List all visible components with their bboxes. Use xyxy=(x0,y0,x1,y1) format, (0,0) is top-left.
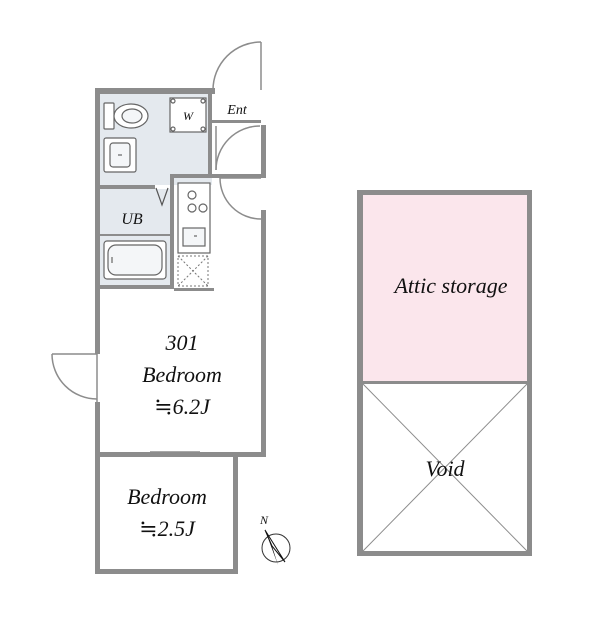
toilet-icon xyxy=(103,102,149,130)
balcony-window-door[interactable] xyxy=(51,353,98,402)
compass-north-label: N xyxy=(259,513,269,527)
small-bedroom-size: ≒2.5J xyxy=(139,516,196,541)
ub-door[interactable] xyxy=(155,187,169,207)
stove-icon xyxy=(177,182,211,254)
compass-icon xyxy=(261,529,291,565)
unit-bath-label: UB xyxy=(121,211,143,228)
sink-icon xyxy=(103,137,137,173)
bathtub-icon xyxy=(103,240,167,280)
main-bedroom-name: Bedroom xyxy=(142,362,222,387)
interior-walls xyxy=(100,94,266,291)
void-label: Void xyxy=(425,456,465,481)
hall-door[interactable] xyxy=(219,177,262,220)
attic-storage-area xyxy=(363,195,527,381)
washer-space-icon xyxy=(169,97,207,133)
windows xyxy=(100,451,233,573)
loft-outline xyxy=(357,190,532,556)
room-number: 301 xyxy=(165,330,199,355)
small-bedroom-name: Bedroom xyxy=(127,484,207,509)
entrance-label: Ent xyxy=(226,103,248,118)
main-bedroom-size: ≒6.2J xyxy=(154,394,211,419)
fridge-space-icon xyxy=(177,255,209,287)
attic-storage-label: Attic storage xyxy=(392,273,507,298)
entry-inner-door[interactable] xyxy=(215,125,261,171)
washer-label: W xyxy=(183,109,194,123)
entry-door[interactable] xyxy=(212,41,262,91)
